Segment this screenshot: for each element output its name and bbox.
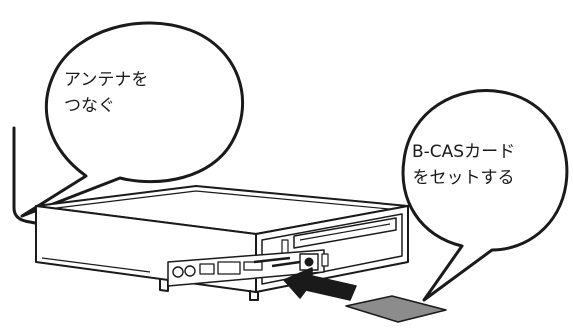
card-callout-text: B-CASカード をセットする — [412, 139, 515, 191]
antenna-callout-line2: つなぐ — [64, 96, 115, 116]
antenna-callout-text: アンテナを つなぐ — [64, 67, 148, 119]
insert-arrow-icon — [283, 267, 357, 301]
card-callout-line1: B-CASカード — [412, 142, 516, 162]
antenna-cable-icon — [12, 126, 42, 226]
antenna-speech-bubble — [20, 21, 245, 218]
desktop-pc-illustration — [35, 185, 409, 301]
antenna-callout-line1: アンテナを — [64, 70, 149, 90]
card-callout-line2: をセットする — [412, 168, 515, 188]
card-speech-bubble — [401, 89, 569, 302]
bcas-card-icon — [345, 295, 447, 323]
